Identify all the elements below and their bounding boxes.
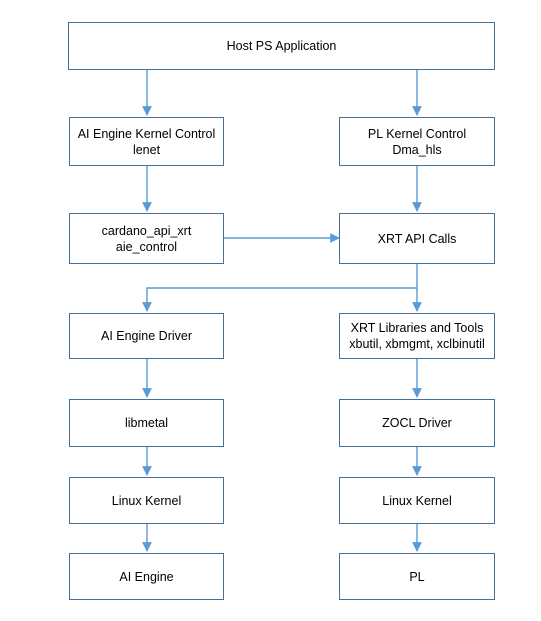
pl-box: PL: [339, 553, 495, 600]
aie-kernel-control-sublabel: lenet: [132, 142, 161, 157]
cardano-api-box: cardano_api_xrt aie_control: [69, 213, 224, 264]
libmetal-label: libmetal: [124, 416, 169, 430]
aie-kernel-control-box: AI Engine Kernel Control lenet: [69, 117, 224, 166]
xrt-api-calls-label: XRT API Calls: [377, 231, 457, 246]
linux-kernel-right-box: Linux Kernel: [339, 477, 495, 524]
cardano-api-label: cardano_api_xrt: [101, 223, 192, 238]
xrt-libraries-tools-sublabel: xbutil, xbmgmt, xclbinutil: [349, 337, 485, 351]
cardano-api-sublabel: aie_control: [115, 239, 178, 254]
ai-engine-box: AI Engine: [69, 553, 224, 600]
host-ps-application-box: Host PS Application: [68, 22, 495, 70]
pl-label: PL: [409, 569, 425, 584]
xrt-libraries-tools-box: XRT Libraries and Tools xbutil, xbmgmt, …: [339, 313, 495, 359]
xrt-libraries-tools-label: XRT Libraries and Tools: [350, 321, 484, 335]
pl-kernel-control-box: PL Kernel Control Dma_hls: [339, 117, 495, 166]
xrt-api-calls-box: XRT API Calls: [339, 213, 495, 264]
zocl-driver-box: ZOCL Driver: [339, 399, 495, 447]
aie-kernel-control-label: AI Engine Kernel Control: [77, 126, 216, 141]
pl-kernel-control-label: PL Kernel Control: [367, 126, 467, 141]
linux-kernel-left-box: Linux Kernel: [69, 477, 224, 524]
pl-kernel-control-sublabel: Dma_hls: [392, 142, 442, 157]
libmetal-box: libmetal: [69, 399, 224, 447]
linux-kernel-left-label: Linux Kernel: [111, 493, 182, 508]
arrow-xrt-api-to-aie-driver: [142, 264, 418, 312]
host-ps-application-label: Host PS Application: [226, 39, 337, 53]
zocl-driver-label: ZOCL Driver: [382, 416, 452, 430]
linux-kernel-right-label: Linux Kernel: [382, 493, 452, 508]
ai-engine-label: AI Engine: [119, 569, 174, 584]
ai-engine-driver-box: AI Engine Driver: [69, 313, 224, 359]
ai-engine-driver-label: AI Engine Driver: [100, 329, 192, 343]
